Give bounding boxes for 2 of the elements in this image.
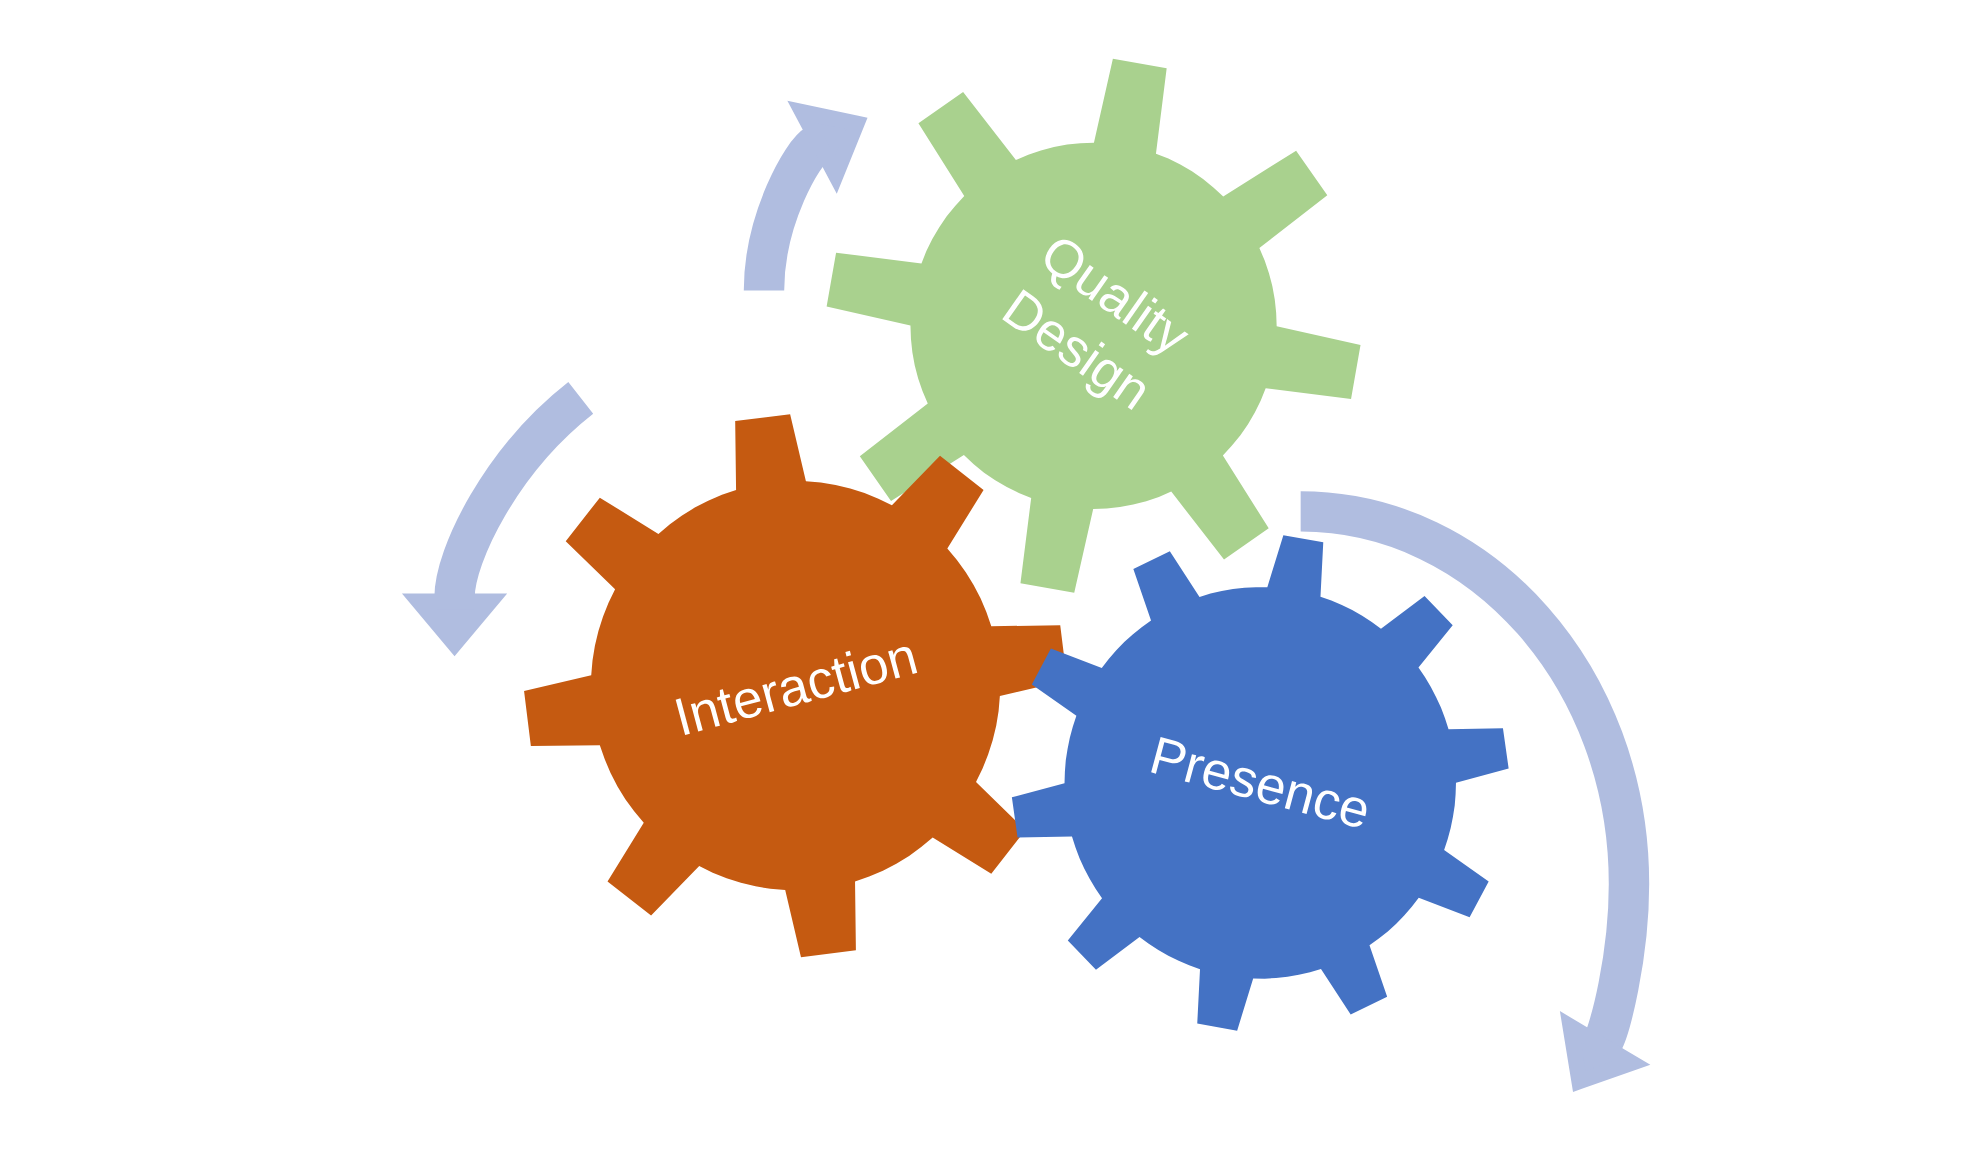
gear: Presence <box>1011 534 1509 1031</box>
gear: Interaction <box>524 413 1068 957</box>
